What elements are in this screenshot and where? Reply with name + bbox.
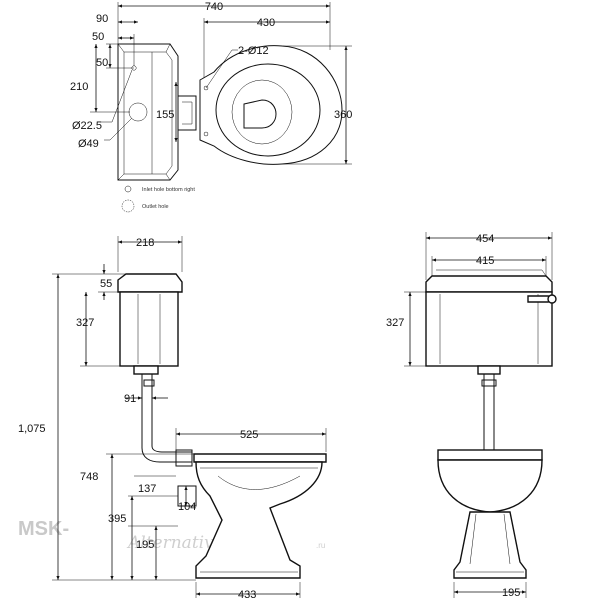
inlet-hole-icon [124,185,132,193]
dim-outlet-centre: 395 [108,513,126,525]
dim-outlet-width: 155 [156,109,174,121]
dim-base-length: 433 [238,589,256,600]
dim-overall-width: 740 [205,1,223,13]
dim-bowl-length: 430 [257,17,275,29]
bolt-hole-icon [203,85,209,91]
front-flush-pipe [483,374,495,450]
dim-inlet-diameter: Ø22.5 [72,120,102,132]
dim-outlet-bottom: 195 [136,539,154,551]
side-pan [177,453,327,579]
side-cistern [117,273,183,375]
dim-pipe-offset: 91 [124,393,136,405]
bolt-hole-icon [203,131,209,137]
dim-bolt-holes: 2-Ø12 [238,45,269,57]
dim-side-cistern-height: 327 [76,317,94,329]
dim-seat-height: 748 [80,471,98,483]
dim-lid-height: 55 [100,278,112,290]
dim-bowl-width: 360 [334,109,352,121]
dim-front-cistern-height: 327 [386,317,404,329]
side-flush-pipe [141,374,193,467]
dim-outlet-diameter: Ø49 [78,138,99,150]
dim-pan-inlet: 137 [138,483,156,495]
dim-cistern-depth: 90 [96,13,108,25]
dim-outlet-offset: 210 [70,81,88,93]
front-pan [437,449,543,579]
outlet-hole-icon [121,199,135,213]
watermark: MSK- Alternativa .ru [18,518,325,553]
top-cistern [117,43,179,181]
dim-outlet-height: 104 [178,501,196,513]
legend-inlet: Inlet hole bottom right [142,187,195,193]
dim-front-base-width: 195 [502,587,520,599]
dim-total-height: 1,075 [18,423,46,435]
dim-front-cistern-inner: 415 [476,255,494,267]
dim-side-cistern-depth: 218 [136,237,154,249]
side-view: 218 55 327 1,075 91 525 748 137 104 395 … [18,236,327,600]
dim-inlet-offset: 50 [92,31,104,43]
front-cistern [425,269,557,375]
dim-front-cistern-width: 454 [476,233,494,245]
top-view: 740 90 50 430 2-Ø12 50 210 155 360 Ø22.5… [70,1,352,213]
top-flush-pipe [178,95,197,131]
legend-outlet: Outlet hole [142,204,169,210]
dim-inlet-height: 50 [96,57,108,69]
watermark-script: Alternativa [126,533,224,553]
front-view: 454 415 327 195 [386,232,557,599]
watermark-tld: .ru [316,541,325,550]
top-bowl [199,45,343,165]
dim-side-bowl-length: 525 [240,429,258,441]
watermark-brand: MSK- [18,518,69,540]
